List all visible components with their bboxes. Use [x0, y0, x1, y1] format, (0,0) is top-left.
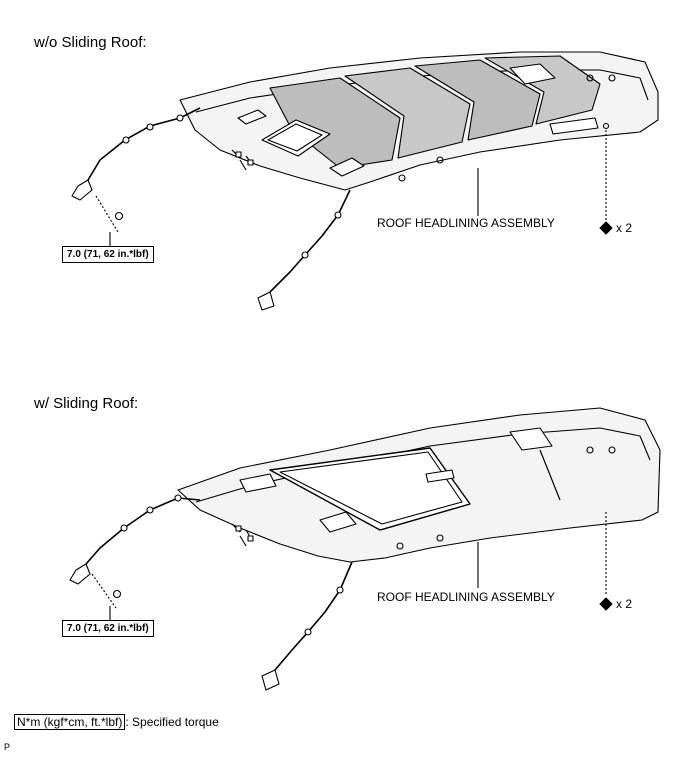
- torque-legend: N*m (kgf*cm, ft.*lbf): Specified torque: [14, 713, 219, 731]
- headlining-without-sliding-roof: [71, 51, 659, 311]
- screw-leader-top: [95, 195, 119, 233]
- screw-top: [114, 211, 124, 221]
- wire-harness-right: [269, 189, 351, 293]
- clip-icon-bottom: [599, 597, 613, 611]
- wire-harness-left: [85, 497, 201, 565]
- clip-icon-top: [599, 221, 613, 235]
- clip-count-bottom: x 2: [616, 597, 633, 611]
- torque-spec-top: 7.0 (71, 62 in.*lbf): [62, 246, 154, 263]
- part-label-roof-headlining-top: ROOF HEADLINING ASSEMBLY: [377, 216, 555, 230]
- corner-mark: P: [4, 742, 11, 752]
- screw-bottom: [112, 589, 122, 599]
- roof-panel-4: [484, 55, 601, 125]
- wire-harness-left: [87, 107, 201, 181]
- torque-spec-bottom: 7.0 (71, 62 in.*lbf): [62, 620, 154, 637]
- roof-panel-3: [414, 59, 541, 141]
- legend-description: : Specified torque: [125, 715, 219, 729]
- dome-light-opening: [261, 119, 331, 157]
- section-heading-with-sliding-roof: w/ Sliding Roof:: [34, 395, 139, 412]
- section-heading-without-sliding-roof: w/o Sliding Roof:: [34, 34, 147, 51]
- screw-leader-bottom: [91, 573, 117, 609]
- wire-harness-right: [274, 561, 353, 671]
- roof-panel-2: [344, 67, 471, 159]
- part-label-roof-headlining-bottom: ROOF HEADLINING ASSEMBLY: [377, 590, 555, 604]
- sunroof-opening: [269, 447, 471, 531]
- clip-count-top: x 2: [616, 221, 633, 235]
- headlining-with-sliding-roof: [69, 407, 661, 691]
- legend-unit-box: N*m (kgf*cm, ft.*lbf): [14, 714, 126, 730]
